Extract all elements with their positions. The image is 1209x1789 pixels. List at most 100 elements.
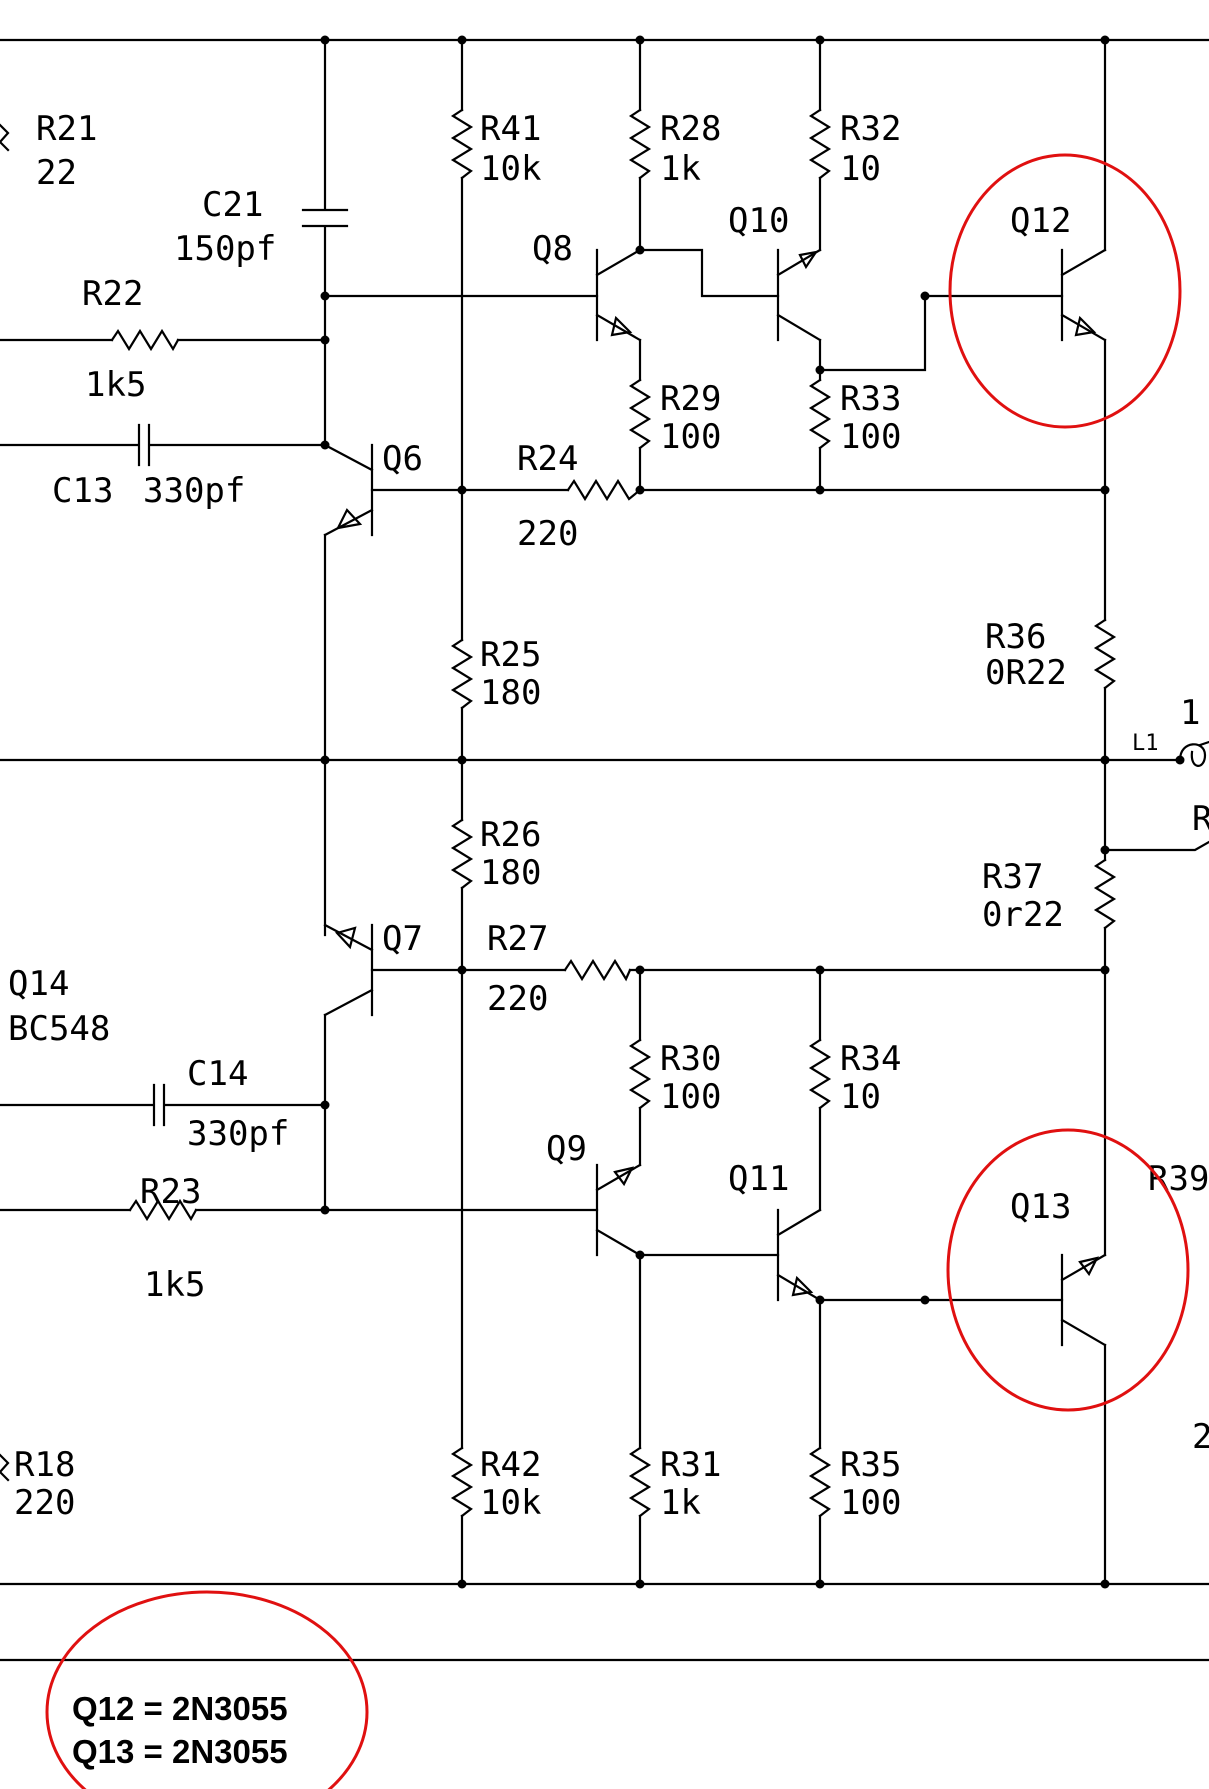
label-q8: Q8 bbox=[532, 229, 573, 269]
label-r37-ref: R37 bbox=[982, 857, 1043, 897]
highlight-ring-q12 bbox=[948, 153, 1182, 429]
label-q11: Q11 bbox=[728, 1159, 789, 1199]
wire-q8c-q10b bbox=[638, 248, 780, 298]
label-r24-ref: R24 bbox=[517, 439, 578, 479]
r28-symbol bbox=[628, 108, 652, 180]
q6-symbol bbox=[323, 443, 374, 537]
note-q13-type: Q13 = 2N3055 bbox=[72, 1733, 288, 1770]
r32-symbol bbox=[808, 108, 832, 180]
r37-symbol bbox=[1093, 858, 1117, 930]
q9-emitter-arrow bbox=[613, 1166, 635, 1187]
junction-dot bbox=[457, 1579, 467, 1589]
label-edge-right-mid: R bbox=[1192, 799, 1209, 839]
junction-dot bbox=[635, 1579, 645, 1589]
label-r30-ref: R30 bbox=[660, 1039, 721, 1079]
junction-dot bbox=[1175, 755, 1185, 765]
label-q14-value: BC548 bbox=[8, 1009, 110, 1049]
junction-dot bbox=[457, 485, 467, 495]
label-q14-ref: Q14 bbox=[8, 964, 69, 1004]
label-r37-value: 0r22 bbox=[982, 895, 1064, 935]
q6-emitter-arrow bbox=[336, 508, 363, 530]
l1-coil bbox=[1178, 740, 1209, 767]
q13-emitter-arrow bbox=[1078, 1256, 1100, 1277]
label-q10: Q10 bbox=[728, 201, 789, 241]
q10-emitter-arrow bbox=[798, 250, 819, 270]
junction-dot bbox=[635, 1250, 645, 1260]
label-r18-ref: R18 bbox=[14, 1445, 75, 1485]
highlight-annotations bbox=[45, 153, 1190, 1789]
label-r28-ref: R28 bbox=[660, 109, 721, 149]
label-r23-value: 1k5 bbox=[144, 1265, 205, 1305]
label-r42-ref: R42 bbox=[480, 1445, 541, 1485]
r29-symbol bbox=[628, 378, 652, 450]
label-r42-value: 10k bbox=[480, 1483, 541, 1523]
label-r33-value: 100 bbox=[840, 417, 901, 457]
junction-dot bbox=[320, 755, 330, 765]
label-q13: Q13 bbox=[1010, 1187, 1071, 1227]
label-r22-ref: R22 bbox=[82, 274, 143, 314]
highlight-ring-notes bbox=[45, 1590, 369, 1789]
junction-dot bbox=[815, 1295, 825, 1305]
label-r23-ref: R23 bbox=[140, 1172, 201, 1212]
junction-dot bbox=[320, 335, 330, 345]
label-r31-value: 1k bbox=[660, 1483, 701, 1523]
label-c13-value: 330pf bbox=[143, 471, 245, 511]
r34-symbol bbox=[808, 1038, 832, 1110]
label-l1: L1 bbox=[1132, 731, 1159, 756]
wire-q10-q12-drive bbox=[818, 294, 1064, 372]
label-edge-right-low: 2 bbox=[1192, 1417, 1209, 1457]
r42-symbol bbox=[450, 1446, 474, 1518]
resistors bbox=[110, 108, 1117, 1518]
highlight-ring-q13 bbox=[946, 1128, 1190, 1412]
label-r25-ref: R25 bbox=[480, 635, 541, 675]
q10-symbol bbox=[776, 248, 822, 342]
junction-dot bbox=[815, 965, 825, 975]
junction-dot bbox=[1100, 485, 1110, 495]
q7-symbol bbox=[323, 923, 374, 1017]
q12-symbol bbox=[1060, 248, 1107, 342]
c21-symbol bbox=[301, 208, 349, 228]
q11-symbol bbox=[776, 1208, 822, 1302]
transistor-notes: Q12 = 2N3055 Q13 = 2N3055 bbox=[72, 1690, 288, 1770]
r25-symbol bbox=[450, 638, 474, 710]
junction-dot bbox=[920, 291, 930, 301]
junction-dot bbox=[457, 755, 467, 765]
label-r29-ref: R29 bbox=[660, 379, 721, 419]
junction-dot bbox=[815, 35, 825, 45]
junction-dot bbox=[320, 1205, 330, 1215]
wire-right-branch bbox=[1103, 840, 1209, 852]
label-r22-value: 1k5 bbox=[85, 365, 146, 405]
component-labels: R21 22 C21 150pf R22 1k5 C13 330pf R41 1… bbox=[8, 109, 1209, 1523]
junction-dot bbox=[320, 291, 330, 301]
label-r24-value: 220 bbox=[517, 514, 578, 554]
c14-symbol bbox=[152, 1083, 166, 1127]
label-r41-ref: R41 bbox=[480, 109, 541, 149]
c13-symbol bbox=[137, 423, 151, 467]
label-r21-value: 22 bbox=[36, 153, 77, 193]
junction-dot bbox=[1100, 1579, 1110, 1589]
q9-symbol bbox=[595, 1163, 642, 1257]
label-r31-ref: R31 bbox=[660, 1445, 721, 1485]
junction-dot bbox=[815, 365, 825, 375]
label-edge-right-top: 1 bbox=[1180, 693, 1200, 733]
label-r32-ref: R32 bbox=[840, 109, 901, 149]
q12-emitter-arrow bbox=[1074, 315, 1097, 337]
label-q9: Q9 bbox=[546, 1129, 587, 1169]
r33-symbol bbox=[808, 378, 832, 450]
r18-fragment bbox=[0, 1453, 10, 1482]
transistors bbox=[323, 248, 1107, 1347]
label-r30-value: 100 bbox=[660, 1077, 721, 1117]
junction-dot bbox=[320, 1100, 330, 1110]
label-r26-value: 180 bbox=[480, 853, 541, 893]
label-c14-ref: C14 bbox=[187, 1054, 248, 1094]
junction-dot bbox=[815, 1579, 825, 1589]
junction-dot bbox=[1100, 845, 1110, 855]
junction-dot bbox=[815, 485, 825, 495]
r41-symbol bbox=[450, 108, 474, 180]
junction-dot bbox=[1100, 965, 1110, 975]
note-q12-type: Q12 = 2N3055 bbox=[72, 1690, 288, 1727]
label-r27-value: 220 bbox=[487, 979, 548, 1019]
r21-fragment bbox=[0, 123, 10, 152]
label-r36-value: 0R22 bbox=[985, 653, 1067, 693]
